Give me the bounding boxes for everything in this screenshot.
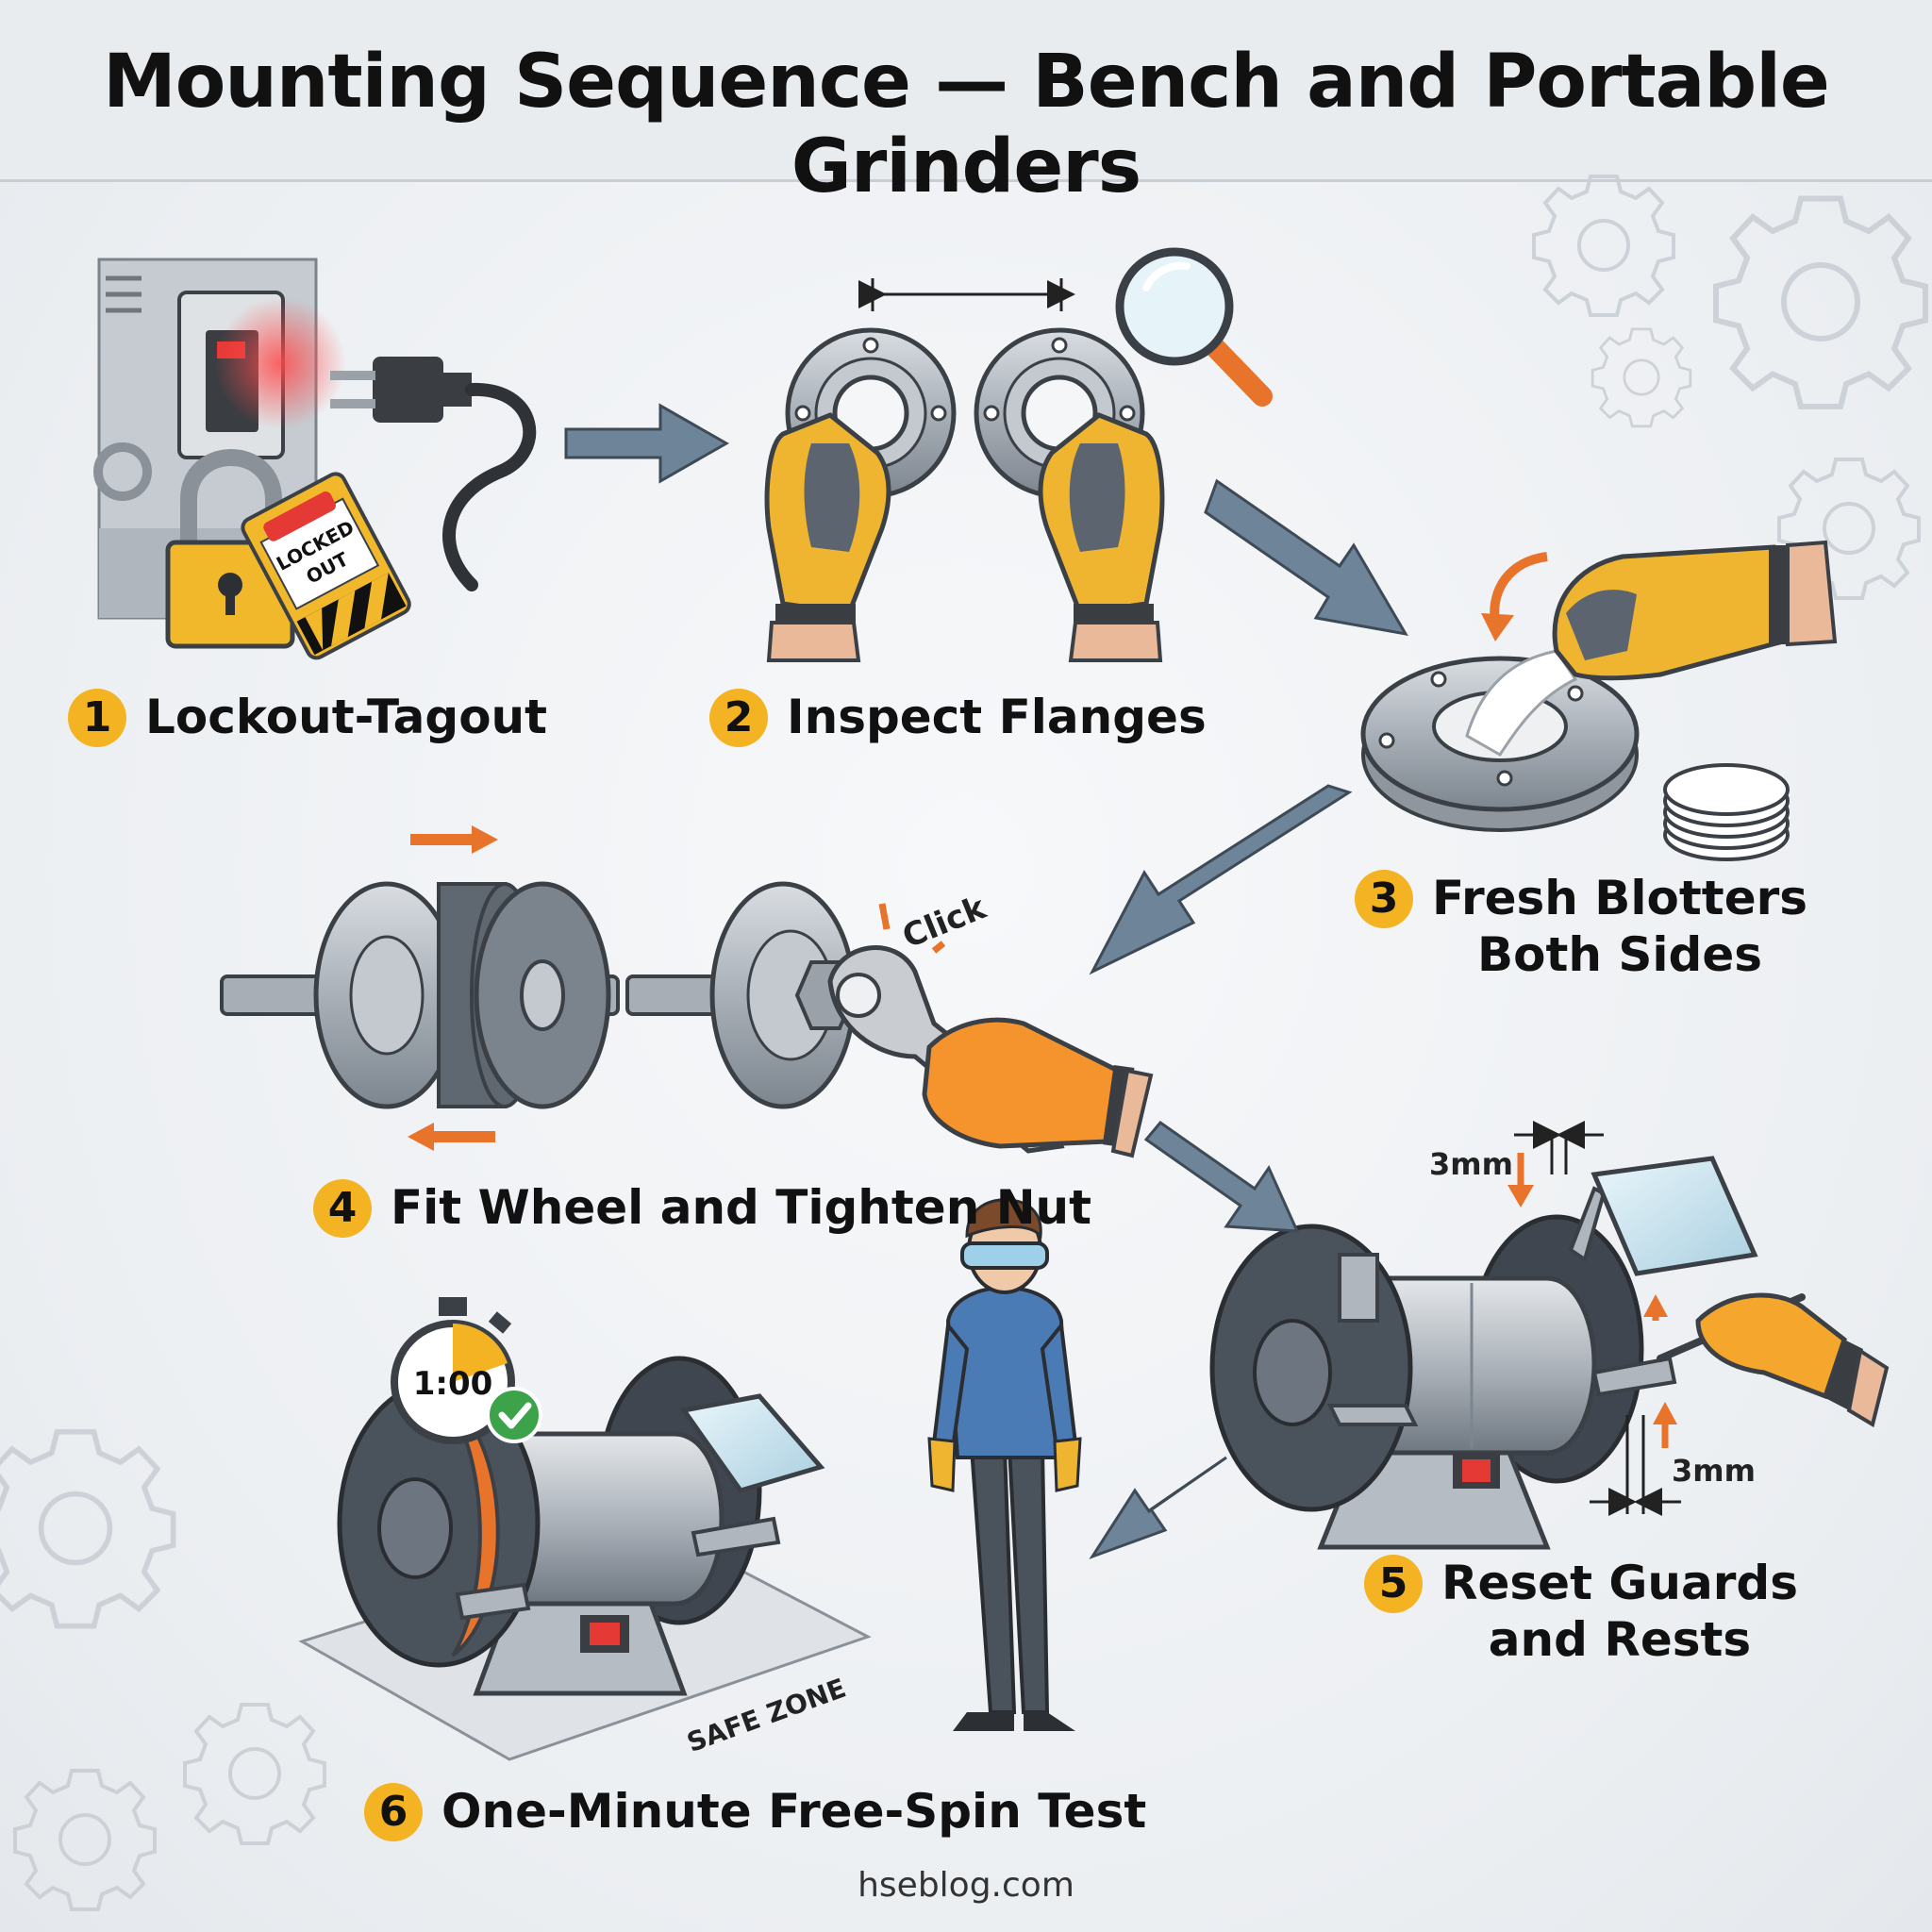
right-glove-hand	[1038, 412, 1165, 662]
arrow-step2-to-step3	[1204, 478, 1408, 637]
rotation-arrow-icon	[1490, 552, 1548, 624]
header-bar: Mounting Sequence — Bench and Portable G…	[0, 0, 1932, 209]
step-4-text: Fit Wheel and Tighten Nut	[391, 1180, 1092, 1235]
blotter-stack-icon	[1663, 763, 1790, 861]
step-3-badge: 3	[1355, 870, 1413, 928]
cleaning-glove-hand	[1552, 540, 1838, 681]
gap-bottom-arrow-icon	[1653, 1402, 1677, 1424]
arrow-step5-to-step6	[1089, 1456, 1227, 1559]
step-1-text: Lockout-Tagout	[145, 690, 548, 744]
step-5-label: 5 Reset Guards and Rests	[1364, 1555, 1798, 1668]
step-3-text: Fresh Blotters Both Sides	[1432, 871, 1808, 982]
checkmark-icon	[486, 1387, 542, 1443]
step-2-label: 2 Inspect Flanges	[709, 689, 1207, 747]
tool-rest-right	[1591, 1356, 1677, 1397]
free-spin-test-illustration: SAFE ZONE 1:00	[298, 1198, 1082, 1761]
step-4-label: 4 Fit Wheel and Tighten Nut	[313, 1179, 1091, 1238]
inspect-flanges-illustration	[764, 247, 1273, 662]
stopwatch-icon: 1:00	[391, 1297, 542, 1444]
step-3-label: 3 Fresh Blotters Both Sides	[1355, 870, 1807, 983]
fit-wheel-illustration: Click	[220, 825, 1154, 1158]
red-glow-warning	[214, 297, 346, 429]
step-1-badge: 1	[68, 689, 126, 747]
gap-top-label: 3mm	[1429, 1146, 1513, 1182]
arrow-step1-to-step2	[564, 403, 730, 484]
footer-source: hseblog.com	[858, 1866, 1074, 1905]
step-6-text: One-Minute Free-Spin Test	[441, 1784, 1147, 1839]
step-5-badge: 5	[1364, 1555, 1423, 1613]
power-switch-icon	[1462, 1459, 1491, 1482]
locked-out-tag: LOCKED OUT	[241, 472, 411, 660]
step-5-text: Reset Guards and Rests	[1441, 1556, 1798, 1667]
arrow-step4-to-step5	[1143, 1120, 1300, 1233]
unplugged-plug-icon	[330, 357, 537, 591]
flow-arrows	[564, 403, 1408, 1559]
blotters-illustration	[1360, 540, 1838, 861]
wrench-glove-hand	[922, 1017, 1154, 1158]
left-glove-hand	[764, 412, 891, 662]
gap-top-arrow-icon	[1507, 1185, 1534, 1208]
safety-goggles-icon	[960, 1241, 1049, 1270]
push-right-arrow-icon	[472, 825, 498, 854]
spark-arrestor-left	[1338, 1253, 1379, 1323]
tool-rest-left	[1326, 1404, 1419, 1426]
step-6-label: 6 One-Minute Free-Spin Test	[364, 1783, 1146, 1841]
step-2-text: Inspect Flanges	[787, 690, 1207, 744]
gauge-glove-hand	[1657, 1292, 1890, 1428]
push-left-arrow-icon	[408, 1123, 434, 1151]
step-2-badge: 2	[709, 689, 768, 747]
step-1-label: 1 Lockout-Tagout	[68, 689, 547, 747]
step-6-badge: 6	[364, 1783, 423, 1841]
step-4-badge: 4	[313, 1179, 372, 1238]
test-power-switch-icon	[590, 1623, 620, 1645]
rest-up-arrow-icon	[1643, 1294, 1668, 1317]
panel-gear-icon	[93, 442, 152, 501]
lockout-illustration: LOCKED OUT	[93, 258, 537, 660]
magnifying-glass-icon	[1115, 247, 1273, 407]
reset-guards-illustration: 3mm 3mm	[1209, 1121, 1890, 1550]
worker-figure-icon	[927, 1198, 1082, 1731]
eye-shield-glass	[1591, 1156, 1758, 1276]
page-title: Mounting Sequence — Bench and Portable G…	[103, 40, 1830, 209]
test-eye-shield	[679, 1393, 825, 1493]
timer-label: 1:00	[413, 1365, 493, 1403]
arrow-step3-to-step4	[1089, 784, 1353, 975]
gap-bottom-label: 3mm	[1672, 1453, 1756, 1489]
